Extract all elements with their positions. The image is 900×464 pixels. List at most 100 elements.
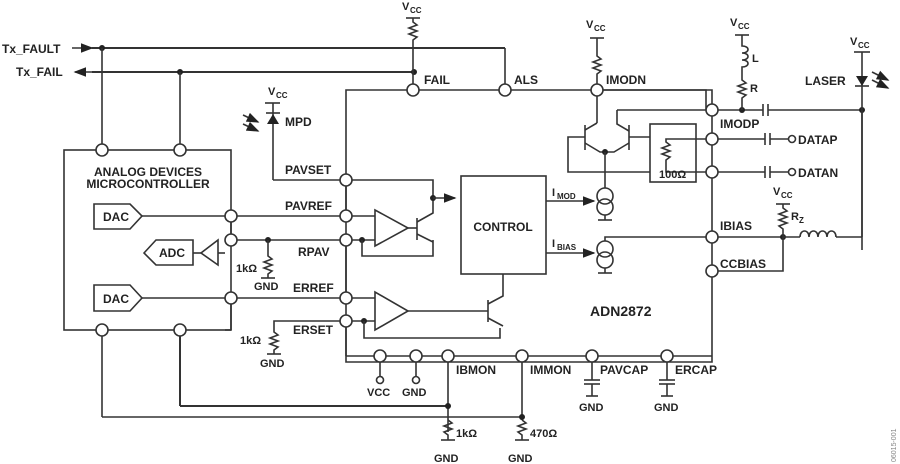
svg-text:100Ω: 100Ω <box>659 169 686 181</box>
pin-vcc-label: VCC <box>367 387 390 399</box>
svg-text:MOD: MOD <box>557 192 576 201</box>
pin-rpav-label: RPAV <box>298 245 330 259</box>
pavcap-capacitor: GND <box>579 362 604 414</box>
pin-pavcap <box>585 349 599 363</box>
svg-text:R: R <box>750 83 758 95</box>
differential-pair <box>567 96 706 173</box>
svg-text:GND: GND <box>434 453 459 464</box>
pin-pavref-label: PAVREF <box>285 199 332 213</box>
pin-als-label: ALS <box>514 73 538 87</box>
erset-resistor: 1kΩ GND <box>240 320 340 370</box>
svg-text:DAC: DAC <box>103 210 129 224</box>
svg-text:MPD: MPD <box>285 115 312 129</box>
pin-imodn-label: IMODN <box>606 73 646 87</box>
svg-text:GND: GND <box>579 402 604 414</box>
dac2-block: DAC <box>93 284 238 312</box>
svg-text:V: V <box>730 17 738 29</box>
pin-ibias-label: IBIAS <box>720 219 752 233</box>
pin-pavset-label: PAVSET <box>285 163 332 177</box>
svg-text:LASER: LASER <box>805 74 846 88</box>
pin-imodn <box>590 83 604 97</box>
svg-text:Z: Z <box>799 216 804 225</box>
mcu-pin-immon <box>173 323 187 337</box>
datap-input: DATAP <box>718 133 838 147</box>
svg-text:GND: GND <box>260 358 285 370</box>
pin-immon-label: IMMON <box>530 363 571 377</box>
pin-erset <box>339 314 353 328</box>
mcu-pin-ibmon <box>95 323 109 337</box>
tx-fault-label: Tx_FAULT <box>2 42 61 56</box>
pin-ercap-label: ERCAP <box>675 363 717 377</box>
figure-id: 06015-001 <box>891 428 898 462</box>
svg-text:CC: CC <box>738 22 750 31</box>
svg-text:V: V <box>402 1 410 13</box>
svg-text:1kΩ: 1kΩ <box>240 335 261 347</box>
ibmon-network: 1kΩ GND <box>179 336 477 464</box>
svg-text:CC: CC <box>858 41 870 50</box>
tx-fault-line: Tx_FAULT <box>2 42 506 150</box>
svg-text:V: V <box>850 36 858 48</box>
mcu-pin-fault <box>95 143 109 157</box>
svg-text:CC: CC <box>410 6 422 15</box>
chip-name: ADN2872 <box>590 303 652 319</box>
pin-pavref <box>339 209 353 223</box>
svg-text:GND: GND <box>508 453 533 464</box>
svg-text:DATAP: DATAP <box>798 133 838 147</box>
pin-datap-in <box>705 132 719 146</box>
pin-imodp-label: IMODP <box>720 117 759 131</box>
mcu-title-1: ANALOG DEVICES <box>94 165 202 179</box>
mcu-pin-fail <box>173 143 187 157</box>
svg-text:V: V <box>586 19 594 31</box>
svg-text:ADC: ADC <box>159 246 185 260</box>
immon-network: 470Ω GND <box>101 336 557 464</box>
pin-erref-label: ERREF <box>293 281 334 295</box>
svg-text:BIAS: BIAS <box>557 243 577 252</box>
svg-text:470Ω: 470Ω <box>530 428 557 440</box>
svg-text:R: R <box>791 211 799 223</box>
control-label: CONTROL <box>473 220 532 234</box>
svg-text:L: L <box>752 53 759 65</box>
tx-fail-line: Tx_FAIL <box>16 65 417 150</box>
pin-fail <box>406 83 420 97</box>
pin-fail-label: FAIL <box>424 73 450 87</box>
tx-fail-label: Tx_FAIL <box>16 65 63 79</box>
svg-text:1kΩ: 1kΩ <box>456 428 477 440</box>
svg-text:CC: CC <box>781 191 793 200</box>
pin-rpav <box>339 233 353 247</box>
pin-datan-in <box>705 165 719 179</box>
datan-input: DATAN <box>718 166 838 180</box>
opamp-pav <box>352 179 457 257</box>
pin-vcc <box>373 349 387 363</box>
svg-text:I: I <box>552 238 555 250</box>
ercap-capacitor: GND <box>654 362 679 414</box>
pin-ccbias <box>705 264 719 278</box>
dac1-block: DAC <box>93 203 238 230</box>
svg-text:CC: CC <box>594 24 606 33</box>
pin-pavset <box>339 173 353 187</box>
opamp-er <box>352 274 504 339</box>
pin-imodp <box>705 103 719 117</box>
pin-ercap <box>660 349 674 363</box>
pin-erref <box>339 291 353 305</box>
pin-gnd-label: GND <box>402 387 427 399</box>
svg-text:GND: GND <box>254 281 279 293</box>
svg-text:I: I <box>552 187 555 199</box>
svg-text:GND: GND <box>654 402 679 414</box>
svg-text:DATAN: DATAN <box>798 166 838 180</box>
pin-ccbias-label: CCBIAS <box>720 257 766 271</box>
svg-text:CC: CC <box>276 91 288 100</box>
pin-pavcap-label: PAVCAP <box>600 363 648 377</box>
pin-ibmon <box>441 349 455 363</box>
svg-text:V: V <box>773 186 781 198</box>
pin-erset-label: ERSET <box>293 323 334 337</box>
svg-text:1kΩ: 1kΩ <box>236 263 257 275</box>
mcu-title-2: MICROCONTROLLER <box>86 177 210 191</box>
svg-text:V: V <box>268 86 276 98</box>
